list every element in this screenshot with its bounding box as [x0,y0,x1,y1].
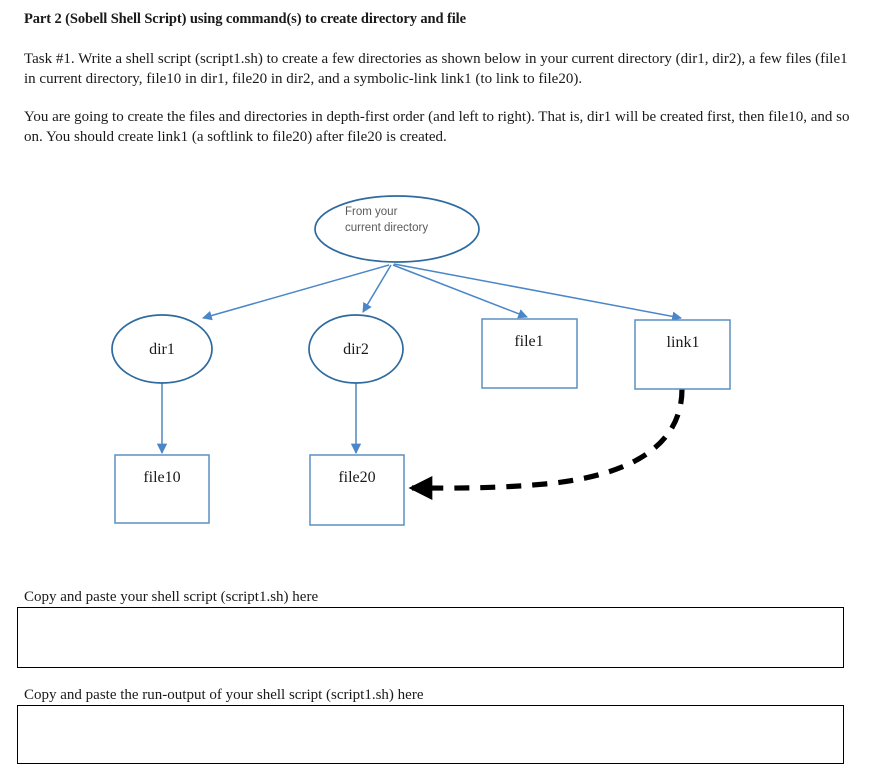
directory-tree-diagram: From your current directory dir1 dir2 fi… [0,175,882,555]
edge-root-to-dir2 [362,264,392,313]
node-dir1[interactable]: dir1 [111,314,213,384]
edge-root-to-link1 [393,263,682,322]
node-file20-label: file20 [338,469,375,486]
node-file10[interactable]: file10 [114,454,210,524]
script-answer-label: Copy and paste your shell script (script… [24,589,319,605]
output-answer-box[interactable] [17,705,844,764]
node-root[interactable]: From your current directory [314,195,480,263]
node-file1[interactable]: file1 [481,318,578,389]
page-title: Part 2 (Sobell Shell Script) using comma… [24,11,466,27]
node-file10-label: file10 [143,469,180,486]
node-dir2[interactable]: dir2 [308,314,404,384]
edge-root-to-dir1 [202,264,390,321]
output-answer-label: Copy and paste the run-output of your sh… [24,687,424,703]
node-link1[interactable]: link1 [634,319,731,390]
task-paragraph-2: You are going to create the files and di… [24,109,850,145]
edge-link1-to-file20-symlink [408,388,685,500]
node-link1-label: link1 [667,334,700,351]
node-dir2-label: dir2 [343,341,369,358]
node-dir1-label: dir1 [149,341,175,358]
node-file20[interactable]: file20 [309,454,405,526]
node-file1-label: file1 [514,333,543,350]
task-paragraph-1: Task #1. Write a shell script (script1.s… [24,51,848,87]
script-answer-box[interactable] [17,607,844,668]
edge-root-to-file1 [392,264,528,319]
node-root-label-line2: current directory [345,222,428,234]
node-root-label-line1: From your [345,206,398,218]
